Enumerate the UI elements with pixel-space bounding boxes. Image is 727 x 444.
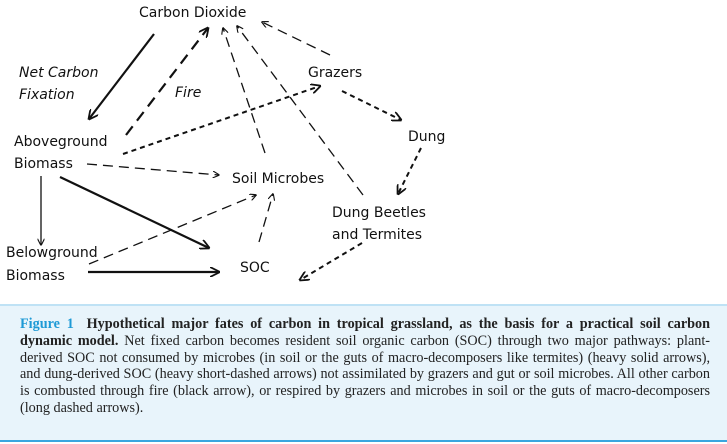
arrow-soc-to-microbes: [258, 194, 273, 243]
arrow-beetles-to-co2: [237, 26, 364, 196]
node-dung: Dung: [408, 129, 445, 145]
arrow-belowground-to-microbes: [88, 195, 256, 265]
arrow-grazers-to-dung: [341, 90, 401, 120]
caption-title: Hypothetical major fates of carbon in tr…: [20, 316, 711, 349]
arrow-aboveground-to-grazers: [122, 86, 320, 155]
node-grazers: Grazers: [308, 65, 362, 81]
node-aboveground-biomass: Aboveground: [14, 134, 107, 150]
node-belowground-biomass-2: Biomass: [6, 268, 65, 284]
arrow-aboveground-to-microbes: [86, 163, 219, 175]
figure-caption-box: Figure 1 Hypothetical major fates of car…: [0, 304, 727, 442]
node-soil-microbes: Soil Microbes: [232, 171, 324, 187]
label-fire: Fire: [175, 85, 201, 101]
arrow-microbes-to-co2: [223, 28, 266, 154]
figure-caption: Figure 1 Hypothetical major fates of car…: [20, 316, 710, 417]
node-soc: SOC: [240, 260, 270, 276]
carbon-flow-diagram: Carbon Dioxide Net Carbon Fixation Fire …: [6, 5, 445, 284]
caption-body: Net fixed carbon becomes resident soil o…: [20, 332, 711, 416]
node-dung-beetles: Dung Beetles: [332, 205, 426, 221]
arrow-net-carbon-fixation: [89, 33, 155, 119]
label-net-carbon: Net Carbon: [19, 65, 98, 81]
arrow-beetles-to-soc: [300, 242, 363, 280]
arrow-aboveground-to-soc: [59, 176, 209, 248]
figure-label: Figure 1: [20, 316, 74, 332]
node-aboveground-biomass-2: Biomass: [14, 156, 73, 172]
arrow-dung-to-beetles: [398, 147, 422, 194]
node-carbon-dioxide: Carbon Dioxide: [139, 5, 246, 21]
arrow-grazers-to-co2: [262, 22, 331, 56]
label-fixation: Fixation: [19, 87, 75, 103]
node-dung-beetles-2: and Termites: [332, 227, 422, 243]
arrow-fire: [125, 28, 208, 136]
node-belowground-biomass: Belowground: [6, 245, 98, 261]
